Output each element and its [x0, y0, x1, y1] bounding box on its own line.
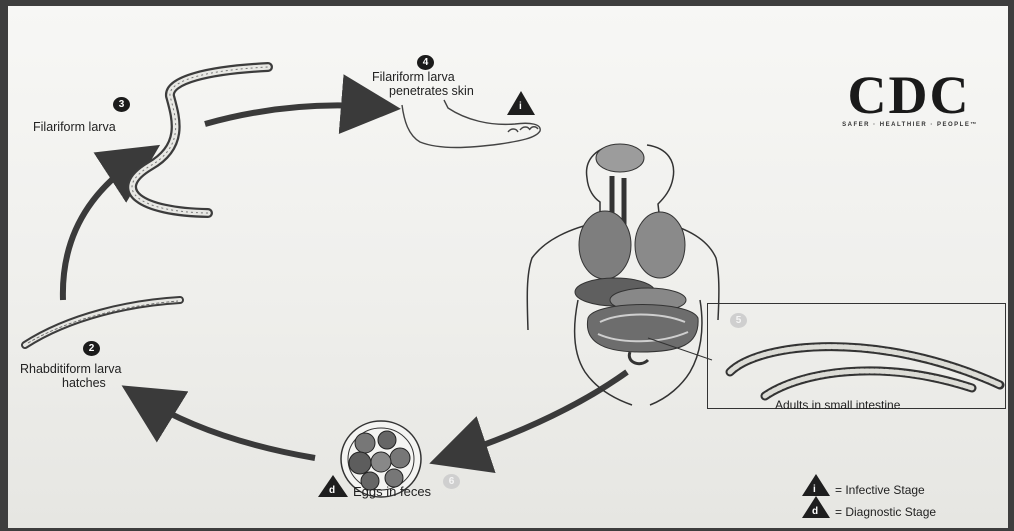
- eggs-diagnostic-marker: d: [329, 484, 335, 498]
- cdc-logo-text: CDC: [811, 64, 1007, 120]
- stage-6-badge: 6: [443, 474, 460, 489]
- stage-5-badge: 5: [730, 313, 747, 328]
- stage-3-label: Filariform larva: [33, 120, 116, 134]
- arrow-stage2-to-3: [63, 158, 140, 300]
- rhabditiform-larva-illustration: [25, 300, 180, 345]
- stage-2-label-line2: hatches: [62, 376, 106, 390]
- stage-5-label: Adults in small intestine: [775, 398, 900, 412]
- stage-2-badge: 2: [83, 341, 100, 356]
- arrow-stage3-to-4: [205, 105, 377, 124]
- stage-4-badge: 4: [417, 55, 434, 70]
- arrow-host-to-eggs: [452, 372, 627, 456]
- stage-4-infective-marker: i: [519, 100, 522, 114]
- stage-3-badge: 3: [113, 97, 130, 112]
- filariform-larva-illustration: [132, 67, 268, 213]
- arrow-eggs-to-stage2: [142, 398, 315, 458]
- stage-4-label-line2: penetrates skin: [389, 84, 474, 98]
- legend-infective-marker: i: [813, 483, 816, 497]
- legend-diagnostic-marker: d: [812, 505, 818, 519]
- stage-4-label-line1: Filariform larva: [372, 70, 455, 84]
- adults-box: [707, 303, 1006, 409]
- eggs-label: Eggs in feces: [353, 485, 431, 499]
- legend-diagnostic-label: = Diagnostic Stage: [835, 505, 936, 519]
- legend-infective-label: = Infective Stage: [835, 483, 925, 497]
- cdc-logo-tagline: SAFER · HEALTHIER · PEOPLE™: [815, 122, 1005, 128]
- human-body-illustration: [527, 144, 719, 405]
- legend-infective-triangle-icon: [802, 474, 830, 496]
- cdc-logo: CDC SAFER · HEALTHIER · PEOPLE™: [811, 66, 1007, 136]
- stage-2-label-line1: Rhabditiform larva: [20, 362, 121, 376]
